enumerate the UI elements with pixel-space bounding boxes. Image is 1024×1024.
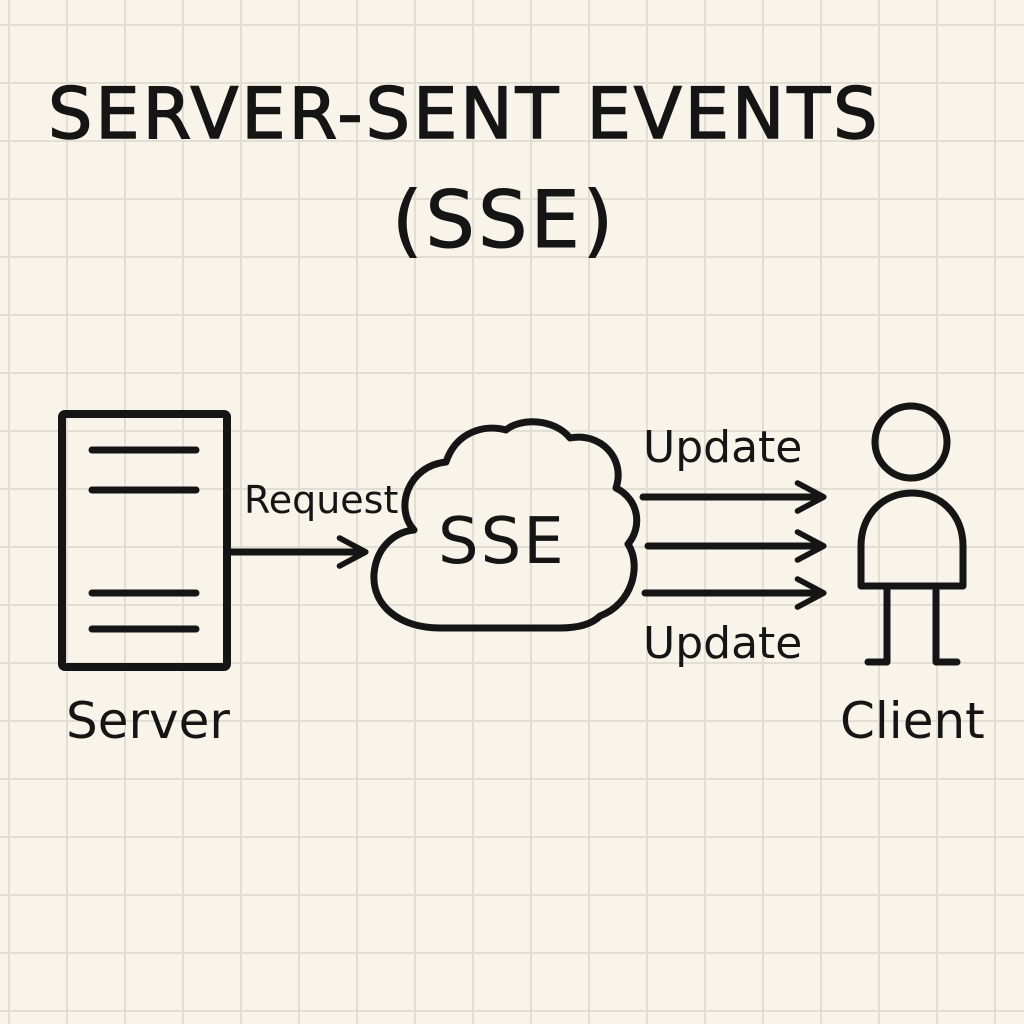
server-icon xyxy=(58,410,231,671)
server-rack xyxy=(58,410,231,671)
diagram-subtitle: (SSE) xyxy=(391,176,617,267)
request-label: Request xyxy=(244,478,399,522)
diagram-title: SERVER-SENT EVENTS xyxy=(47,72,881,156)
server-label: Server xyxy=(66,692,230,750)
cloud-icon xyxy=(370,418,641,632)
person-leg xyxy=(932,586,961,666)
update-label-top: Update xyxy=(643,422,803,473)
person-icon xyxy=(857,402,967,666)
sse-cloud-label: SSE xyxy=(438,505,566,579)
client-label: Client xyxy=(840,692,985,750)
update-label-bottom: Update xyxy=(643,618,803,669)
person-head xyxy=(871,402,951,482)
person-body xyxy=(857,489,967,590)
person-leg xyxy=(864,586,891,666)
